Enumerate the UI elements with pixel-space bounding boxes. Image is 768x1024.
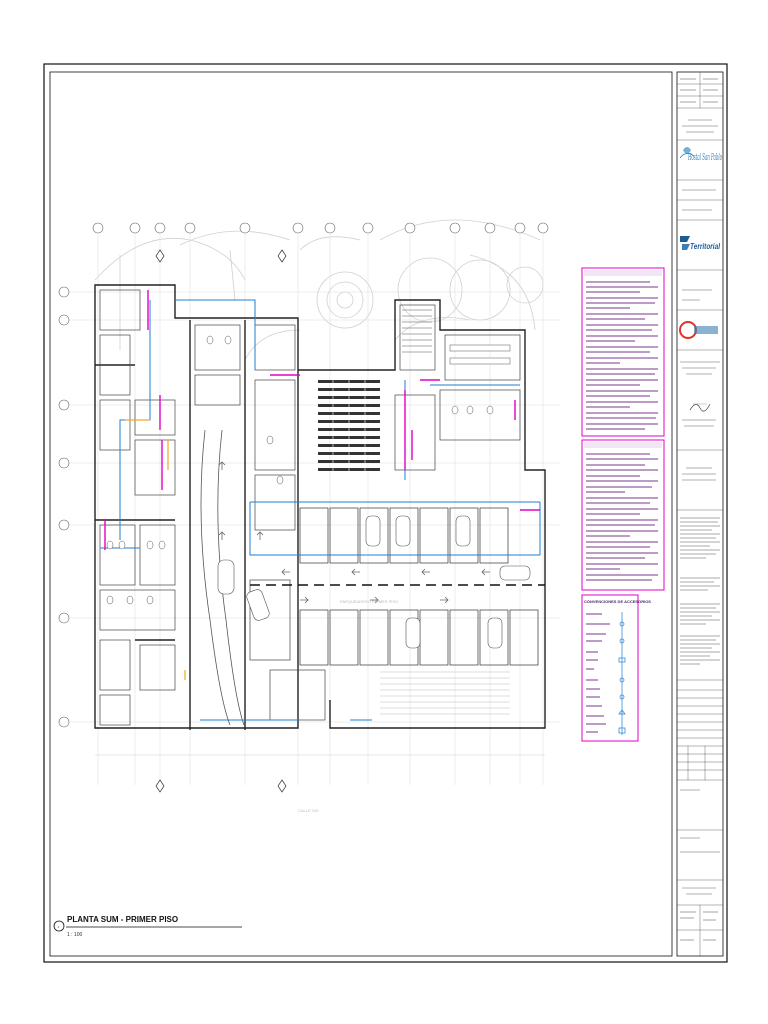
grid-bubbles-top bbox=[92, 222, 549, 234]
sheet-outer-border bbox=[43, 63, 728, 963]
notes-panel-1 bbox=[581, 267, 665, 437]
legend-title: CONVENCIONES DE ACCESORIOS bbox=[584, 599, 651, 604]
parking-stalls-upper bbox=[299, 507, 509, 564]
section-markers bbox=[155, 249, 287, 793]
logo-hostal: Hostal San Pablo bbox=[679, 147, 723, 163]
hot-water-pipes bbox=[125, 419, 186, 680]
street-label: CALLE 100 bbox=[298, 808, 319, 813]
plan-title-block: 1 PLANTA SUM - PRIMER PISO 1 : 100 bbox=[53, 915, 242, 938]
sheet-inner-border bbox=[49, 71, 673, 957]
stairs bbox=[402, 309, 432, 353]
plan-title: PLANTA SUM - PRIMER PISO bbox=[67, 915, 178, 924]
plan-number: 1 bbox=[58, 925, 60, 929]
driveway-label: PARQUEADERO PRIMER PISO bbox=[340, 599, 398, 604]
notes-panel-2-lines bbox=[586, 453, 658, 581]
legend-box: CONVENCIONES DE ACCESORIOS bbox=[581, 594, 651, 742]
revision-table bbox=[677, 689, 723, 780]
stair-hatch-bottom bbox=[380, 671, 510, 715]
plan-scale: 1 : 100 bbox=[67, 932, 83, 938]
plan-number-bubble bbox=[53, 920, 65, 932]
legend-rows bbox=[586, 613, 610, 733]
auditorium-aisles bbox=[332, 378, 366, 472]
title-block-text bbox=[680, 78, 720, 481]
traffic-arrows bbox=[218, 461, 490, 604]
grid-bubbles-left bbox=[58, 286, 70, 728]
logo-territorial: Territorial bbox=[680, 236, 721, 251]
title-block-notes bbox=[680, 517, 720, 665]
parking-stalls-lower bbox=[299, 609, 539, 666]
title-block: Hostal San Pablo Territorial bbox=[676, 71, 724, 957]
notes-panel-2 bbox=[581, 439, 665, 591]
site-background bbox=[94, 219, 544, 361]
exterior-walls bbox=[94, 284, 546, 730]
legend-symbols bbox=[618, 612, 626, 735]
cars bbox=[217, 515, 531, 649]
logo-hostal-text: Hostal San Pablo bbox=[688, 153, 723, 163]
notes-panel-1-lines bbox=[586, 281, 658, 430]
floor-plan: CALLE 100 PARQUEADERO PRIMER PISO bbox=[58, 219, 560, 813]
logo-consultant bbox=[679, 321, 718, 339]
signature bbox=[689, 403, 711, 412]
logo-territorial-text: Territorial bbox=[690, 242, 721, 251]
title-block-header-cells bbox=[677, 72, 723, 956]
fixtures bbox=[106, 335, 511, 605]
interior-walls bbox=[99, 289, 521, 726]
title-block-footer-text bbox=[680, 789, 720, 941]
vehicle-ramp bbox=[200, 429, 231, 726]
sanitary-pipes bbox=[104, 290, 540, 550]
grid-lines bbox=[62, 225, 560, 785]
